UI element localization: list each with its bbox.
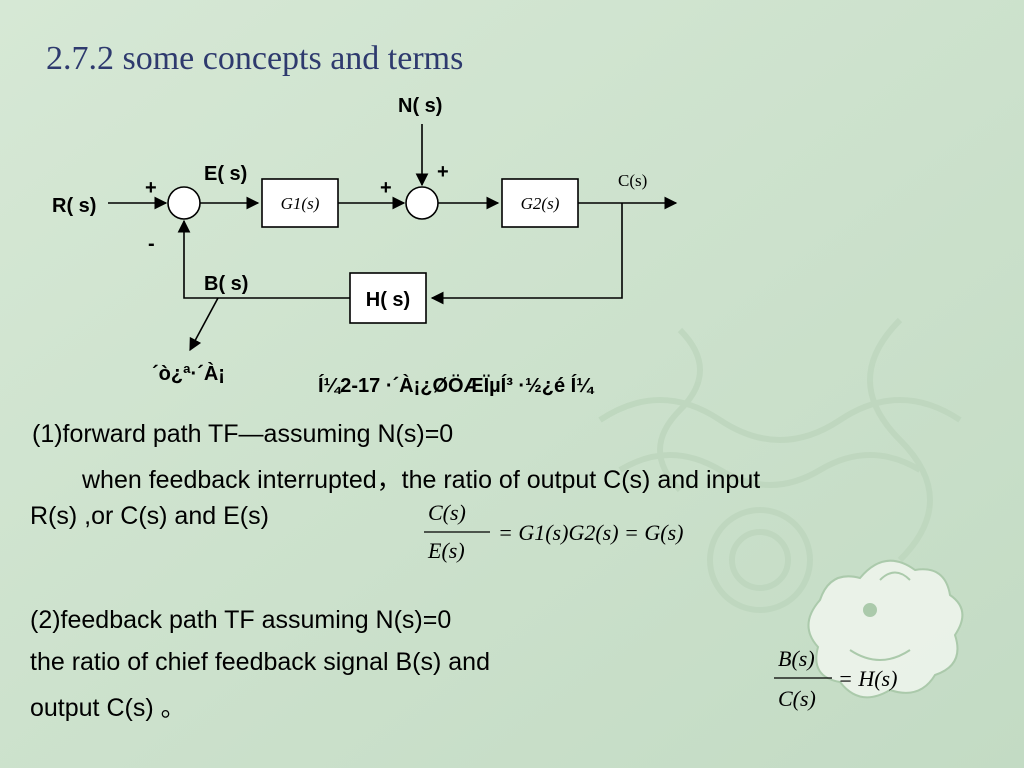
paragraph-2-line-3: output C(s) 。: [30, 694, 186, 722]
eq2-rhs: = H(s): [838, 666, 897, 691]
sum1-plus-sign: +: [145, 177, 157, 199]
paragraph-1-line-3: R(s) ,or C(s) and E(s): [30, 502, 269, 530]
block-g2: [501, 178, 579, 228]
open-loop-pointer: [189, 297, 219, 352]
block-g1-label: G1(s): [281, 194, 320, 213]
output-label: C(s): [618, 171, 647, 190]
eq1-numerator: C(s): [428, 500, 466, 525]
paragraph-1-line-1: (1)forward path TF—assuming N(s)=0: [32, 420, 454, 448]
block-g2-label: G2(s): [521, 194, 560, 213]
equation-forward-tf: C(s) E(s) = G1(s)G2(s) = G(s): [420, 496, 750, 576]
feedback-return: [177, 219, 350, 299]
open-loop-caption: ´ò¿ª·´À¡: [152, 362, 225, 385]
equation-feedback-tf: B(s) C(s) = H(s): [770, 640, 970, 720]
eq1-rhs: = G1(s)G2(s) = G(s): [498, 520, 684, 545]
dragon-ornament: [807, 559, 964, 699]
eq2-numerator: B(s): [778, 646, 815, 671]
figure-caption: Í¼2-17 ·´À¡¿ØÖÆÏµÍ³ ·½¿é Í¼: [318, 374, 595, 397]
paragraph-2-line-2: the ratio of chief feedback signal B(s) …: [30, 648, 490, 676]
block-diagram: R( s) N( s) E( s) B( s) C(s) + - + + G1(…: [52, 95, 678, 397]
block-g1: [261, 178, 339, 228]
paragraph-2-line-1: (2)feedback path TF assuming N(s)=0: [30, 606, 452, 634]
input-label: R( s): [52, 195, 96, 217]
eq2-denominator: C(s): [778, 686, 816, 711]
sum2-plus-top-sign: +: [437, 161, 449, 183]
paragraph-1-line-2: when feedback interrupted，the ratio of o…: [82, 466, 761, 494]
sum1-minus-sign: -: [148, 233, 155, 255]
error-label: E( s): [204, 163, 247, 185]
summing-junction-2: [405, 186, 439, 220]
sum2-plus-left-sign: +: [380, 177, 392, 199]
summing-junction-1: [167, 186, 201, 220]
eq1-denominator: E(s): [427, 538, 465, 563]
feedback-label: B( s): [204, 273, 248, 295]
slide-title: 2.7.2 some concepts and terms: [46, 40, 464, 77]
block-h: [349, 272, 427, 324]
feedback-takeoff: [430, 203, 623, 305]
noise-label: N( s): [398, 95, 442, 117]
block-h-label: H( s): [366, 289, 410, 311]
